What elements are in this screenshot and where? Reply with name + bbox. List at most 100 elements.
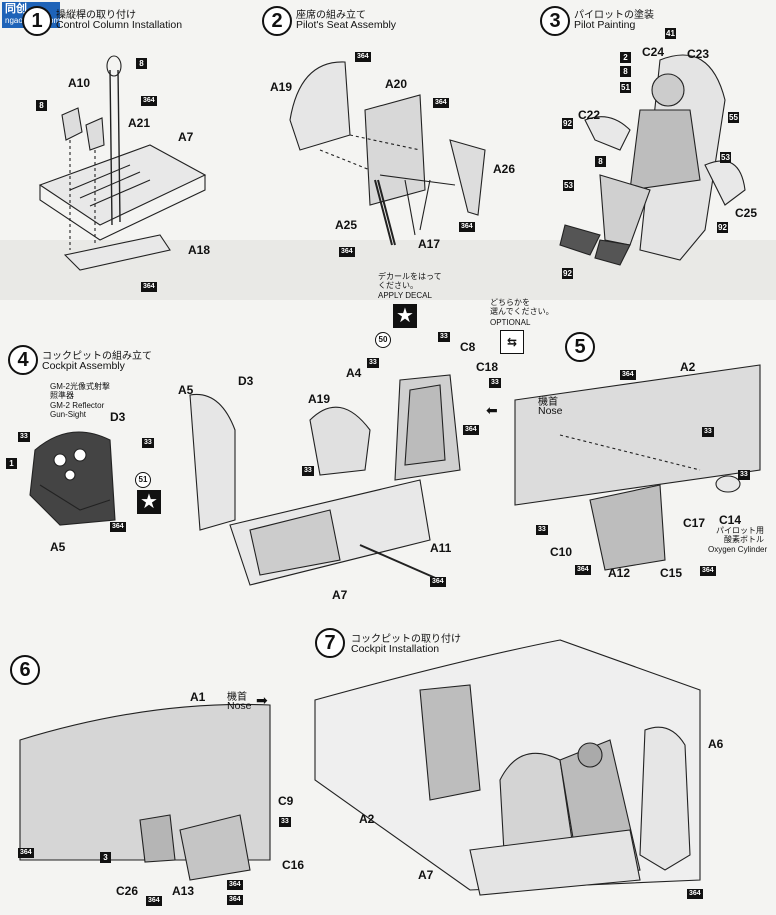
color-callout: 33 <box>367 358 379 368</box>
part-label: A12 <box>608 566 631 580</box>
color-callout: 51 <box>620 82 631 93</box>
step-title-jp: 座席の組み立て <box>296 10 366 21</box>
part-label: C22 <box>578 108 601 122</box>
part-label: A7 <box>418 868 434 882</box>
part-label: C16 <box>282 858 305 872</box>
part-label: A2 <box>359 812 375 826</box>
gun-sight-note-en: GM-2 Reflector Gun-Sight <box>50 401 105 419</box>
step-title-jp: コックピットの取り付け <box>351 634 461 645</box>
color-callout: 1 <box>6 458 17 469</box>
watermark-title: 同创 <box>5 3 27 15</box>
part-label: A2 <box>680 360 696 374</box>
color-callout: 364 <box>700 566 716 576</box>
color-callout: 364 <box>620 370 636 380</box>
nose-note-en: Nose <box>227 700 252 712</box>
part-label: C25 <box>735 206 758 220</box>
nose-note-jp: 機首 <box>538 397 558 408</box>
color-callout: 33 <box>536 525 548 535</box>
color-callout: 33 <box>142 438 154 448</box>
color-callout: 33 <box>702 427 714 437</box>
part-label: C24 <box>642 45 665 59</box>
color-callout: 364 <box>146 896 162 906</box>
color-callout: 92 <box>717 222 728 233</box>
optional-note-en: OPTIONAL <box>490 318 531 327</box>
color-callout: 364 <box>110 522 126 532</box>
part-label: A7 <box>178 130 194 144</box>
part-label: A13 <box>172 884 195 898</box>
color-callout: 364 <box>141 282 157 292</box>
arrow-left-icon: ⬅ <box>486 402 498 418</box>
color-callout: 8 <box>36 100 47 111</box>
part-label: A19 <box>270 80 293 94</box>
arrow-right-icon: ➡ <box>256 692 268 708</box>
nose-note-en: Nose <box>538 405 563 417</box>
color-callout: 8 <box>620 66 631 77</box>
step-title-en: Cockpit Installation <box>351 643 440 655</box>
color-callout: 2 <box>620 52 631 63</box>
step-title-jp: コックピットの組み立て <box>42 351 152 362</box>
color-callout: 364 <box>430 577 446 587</box>
part-label: A5 <box>50 540 66 554</box>
part-label: C15 <box>660 566 683 580</box>
step-title-en: Cockpit Assembly <box>42 360 125 372</box>
step-number: 3 <box>540 6 570 36</box>
part-label: A17 <box>418 237 441 251</box>
step-title-en: Control Column Installation <box>56 19 183 31</box>
decal-star-icon: ★ <box>137 490 161 514</box>
step-number: 2 <box>262 6 292 36</box>
gun-sight-note-jp: GM-2光像式射撃 照準器 <box>50 382 110 400</box>
part-label: C23 <box>687 47 710 61</box>
part-label: A11 <box>430 541 452 555</box>
color-callout: 53 <box>563 180 574 191</box>
color-callout: 92 <box>562 268 573 279</box>
optional-icon: ⇆ <box>500 330 524 354</box>
color-callout: 33 <box>489 378 501 388</box>
nose-note-jp: 機首 <box>227 692 247 703</box>
color-callout: 364 <box>227 895 243 905</box>
part-label: A4 <box>346 366 362 380</box>
color-callout: 3 <box>100 852 111 863</box>
color-callout: 92 <box>562 118 573 129</box>
color-callout: 33 <box>738 470 750 480</box>
part-label: A10 <box>68 76 91 90</box>
decal-number: 50 <box>375 332 391 348</box>
part-label: A20 <box>385 77 408 91</box>
step-title-jp: 操縦桿の取り付け <box>56 10 136 21</box>
part-label: C9 <box>278 794 294 808</box>
oxygen-note-jp: パイロット用 酸素ボトル <box>716 526 764 544</box>
color-callout: 364 <box>355 52 371 62</box>
decal-note-en: APPLY DECAL <box>378 291 432 300</box>
color-callout: 364 <box>18 848 34 858</box>
color-callout: 53 <box>720 152 731 163</box>
color-callout: 33 <box>302 466 314 476</box>
color-callout: 33 <box>18 432 30 442</box>
color-callout: 55 <box>728 112 739 123</box>
part-label: D3 <box>110 410 126 424</box>
color-callout: 41 <box>665 28 676 39</box>
color-callout: 364 <box>687 889 703 899</box>
color-callout: 33 <box>279 817 291 827</box>
color-callout: 8 <box>595 156 606 167</box>
step-title-en: Pilot Painting <box>574 19 636 31</box>
part-label: A7 <box>332 588 348 602</box>
color-callout: 364 <box>141 96 157 106</box>
decal-note-jp: デカールをはって ください。 <box>378 272 442 290</box>
step-number: 4 <box>8 345 38 375</box>
step-number: 7 <box>315 628 345 658</box>
part-label: C17 <box>683 516 706 530</box>
step-number: 1 <box>22 6 52 36</box>
part-label: A26 <box>493 162 516 176</box>
part-label: A19 <box>308 392 331 406</box>
part-label: A5 <box>178 383 194 397</box>
part-label: A1 <box>190 690 206 704</box>
decal-star-icon: ★ <box>393 304 417 328</box>
optional-note-jp: どちらかを 選んでください。 <box>490 298 554 316</box>
part-label: A6 <box>708 737 724 751</box>
part-label: C26 <box>116 884 139 898</box>
color-callout: 364 <box>463 425 479 435</box>
color-callout: 8 <box>136 58 147 69</box>
step-5-number: 5 <box>565 332 595 362</box>
part-label: C14 <box>719 513 742 527</box>
